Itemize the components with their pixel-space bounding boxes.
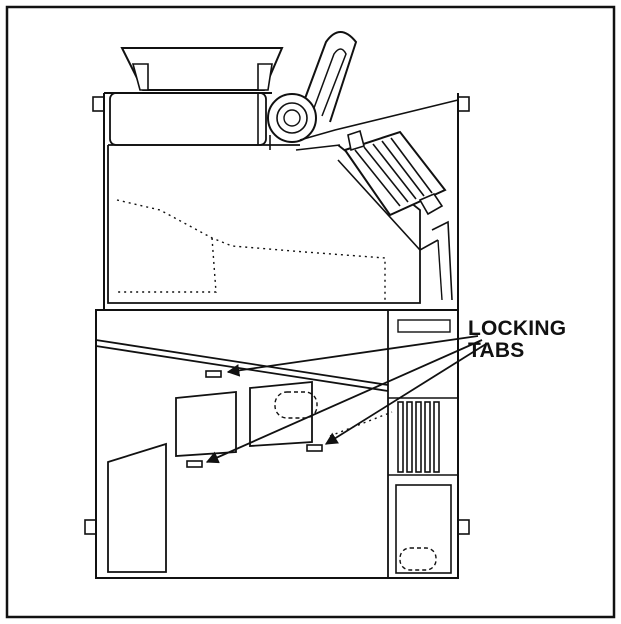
callout-line-1: LOCKING [468,317,567,340]
locking-tab [205,370,222,378]
locking-tab [306,444,323,452]
crank-handle [267,31,358,150]
callout-line-2: TABS [468,339,525,362]
callout-label: LOCKING TABS [468,318,588,362]
locking-tab [186,460,203,468]
figure-frame [5,5,616,619]
hopper-assembly [92,31,470,311]
locking-tabs [186,370,323,468]
lower-chassis [84,309,470,579]
gear-motor [337,129,447,252]
callout-arrows [205,335,487,464]
